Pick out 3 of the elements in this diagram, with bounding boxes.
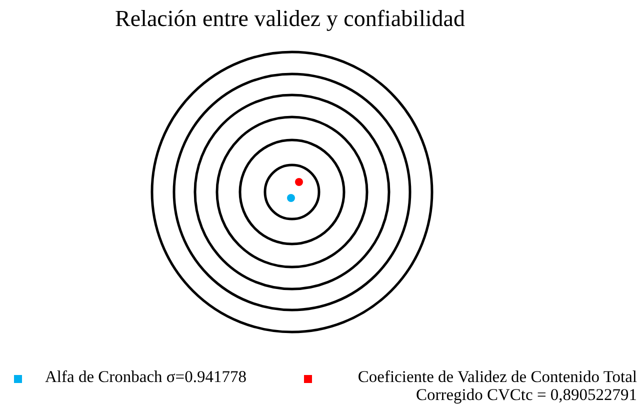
title: Relación entre validez y confiabilidad <box>114 6 466 32</box>
legend-label: Alfa de Cronbach σ=0.941778 <box>45 368 248 386</box>
legend-label: Coeficiente de Validez de Contenido Total Corregido CVCtc = 0,890522791 <box>356 368 637 404</box>
